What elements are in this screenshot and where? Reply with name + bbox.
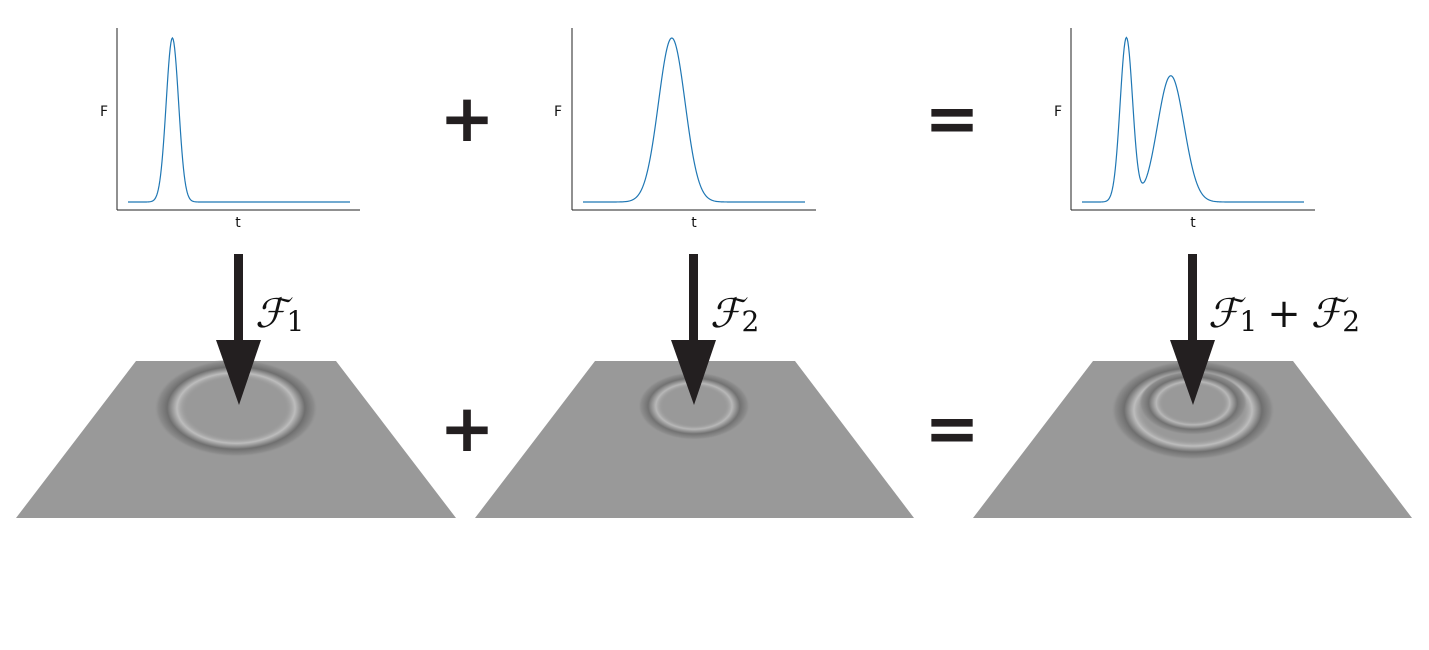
series-line [128, 36, 350, 203]
force-label-2: ℱ2 [710, 291, 759, 338]
x-axis-label: t [235, 215, 241, 231]
force-label-sum: ℱ1+ℱ2 [1208, 291, 1360, 338]
surface-wave-sum [973, 360, 1412, 518]
force-label-1: ℱ1 [255, 291, 304, 338]
equals-operator-bottom: = [924, 390, 979, 467]
series-line [1082, 36, 1304, 203]
surface-wave-2 [475, 361, 914, 518]
chart-pulse-1: F t [100, 28, 360, 231]
plus-operator-top: + [439, 80, 494, 157]
x-axis-label: t [1190, 215, 1196, 231]
equals-operator-top: = [924, 80, 979, 157]
y-axis-label: F [554, 104, 562, 120]
series-line [583, 37, 805, 203]
x-axis-label: t [691, 215, 697, 231]
wave-ring [154, 359, 318, 457]
arrow-1 [216, 254, 261, 405]
arrow-2 [671, 254, 716, 405]
chart-pulse-2: F t [554, 28, 816, 231]
plus-operator-bottom: + [439, 390, 494, 467]
wave-ring [638, 372, 750, 440]
chart-pulse-sum: F t [1054, 28, 1315, 231]
y-axis-label: F [100, 104, 108, 120]
y-axis-label: F [1054, 104, 1062, 120]
arrow-3 [1170, 254, 1215, 405]
surface-wave-1 [16, 359, 456, 518]
